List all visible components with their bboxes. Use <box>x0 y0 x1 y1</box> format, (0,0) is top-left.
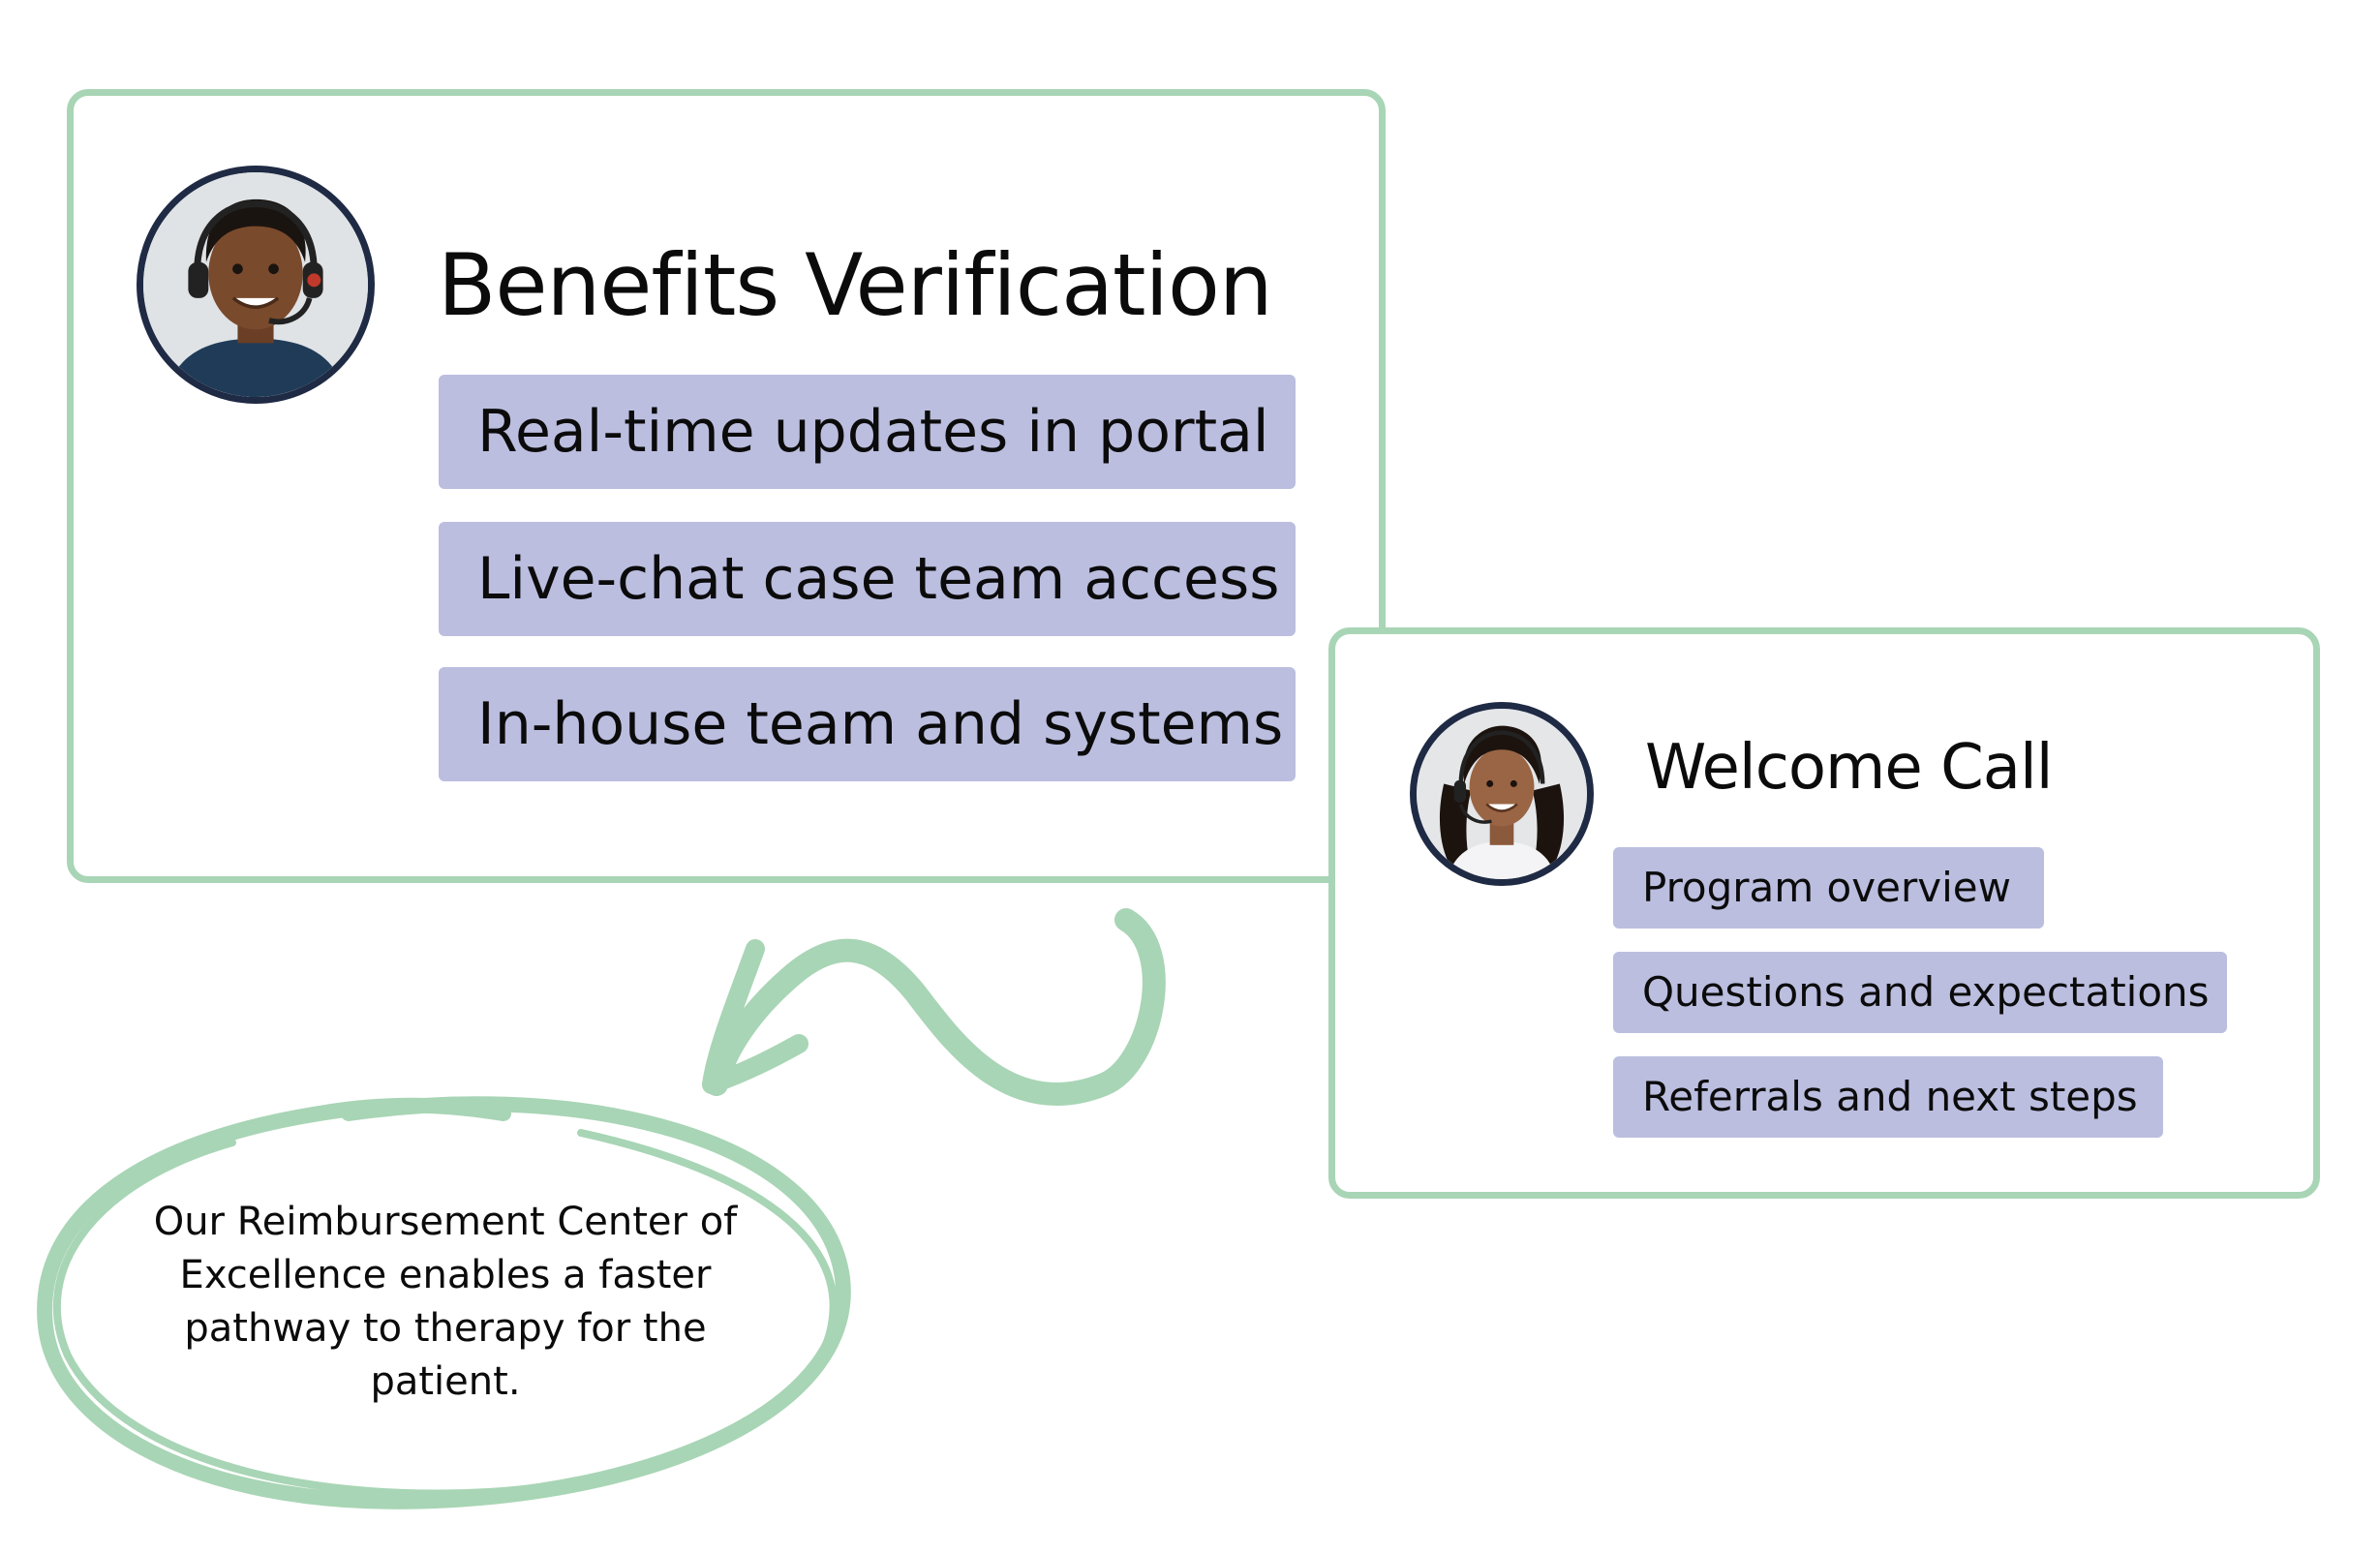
card-title: Benefits Verification <box>438 235 1273 335</box>
note-text: Our Reimbursement Center of Excellence e… <box>153 1200 738 1404</box>
feature-tag: In-house team and systems <box>439 667 1296 781</box>
benefits-verification-card: Benefits Verification Real-time updates … <box>67 89 1386 883</box>
agent-avatar <box>137 166 375 404</box>
feature-tag: Real-time updates in portal <box>439 375 1296 489</box>
curly-arrow-icon <box>702 908 1166 1106</box>
headset-agent-icon <box>1417 709 1587 879</box>
card-title: Welcome Call <box>1645 732 2054 804</box>
agent-avatar <box>1410 702 1594 886</box>
feature-tag: Referrals and next steps <box>1613 1056 2163 1138</box>
feature-tag: Questions and expectations <box>1613 952 2227 1033</box>
feature-tag: Program overview <box>1613 847 2044 929</box>
headset-agent-icon <box>143 172 368 397</box>
feature-tag: Live-chat case team access <box>439 522 1296 636</box>
welcome-call-card: Welcome Call Program overview Questions … <box>1328 627 2320 1199</box>
